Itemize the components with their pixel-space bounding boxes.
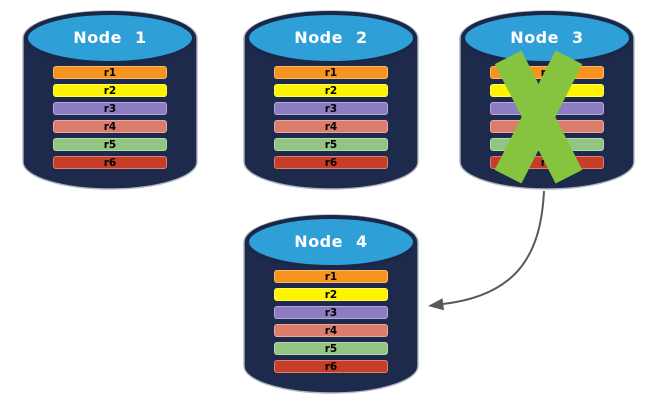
node-label: Node 3 bbox=[510, 28, 584, 47]
replica-label: r3 bbox=[103, 103, 117, 115]
arrow-head-icon bbox=[428, 298, 444, 311]
replica-bar: r4 bbox=[274, 324, 388, 337]
replica-bar: r3 bbox=[274, 306, 388, 319]
replica-bar: r1 bbox=[274, 270, 388, 283]
replica-label: r4 bbox=[324, 325, 338, 337]
cylinder-top bbox=[245, 215, 417, 269]
replica-bar: r2 bbox=[53, 84, 167, 97]
database-node: Node 2 r1 r2 r3 r4 r5 r6 bbox=[241, 5, 421, 191]
replica-label: r1 bbox=[324, 67, 338, 79]
replica-bar: r2 bbox=[274, 84, 388, 97]
replica-bar: r1 bbox=[274, 66, 388, 79]
replica-label: r3 bbox=[324, 103, 338, 115]
node-label: Node 2 bbox=[294, 28, 368, 47]
replica-label: r4 bbox=[103, 121, 117, 133]
replica-label: r5 bbox=[324, 139, 338, 151]
replica-label: r5 bbox=[324, 343, 338, 355]
cylinder-top bbox=[245, 11, 417, 65]
database-node: Node 1 r1 r2 r3 r4 r5 r6 bbox=[20, 5, 200, 191]
replica-bar: r6 bbox=[274, 360, 388, 373]
replica-label: r3 bbox=[324, 307, 338, 319]
database-node: Node 4 r1 r2 r3 r4 r5 r6 bbox=[241, 209, 421, 395]
cylinder-top bbox=[24, 11, 196, 65]
replica-bar: r2 bbox=[274, 288, 388, 301]
replica-bar: r6 bbox=[53, 156, 167, 169]
failure-x-icon bbox=[494, 50, 583, 184]
replica-bar: r3 bbox=[274, 102, 388, 115]
replica-bar: r1 bbox=[53, 66, 167, 79]
node-label: Node 4 bbox=[294, 232, 368, 251]
replica-label: r2 bbox=[324, 289, 338, 301]
replica-bar: r4 bbox=[274, 120, 388, 133]
database-node: Node 3 r1 r2 r3 r4 r5 r6 bbox=[457, 5, 637, 191]
replica-bars: r1 r2 r3 r4 r5 r6 bbox=[274, 66, 388, 169]
arrow-curve bbox=[442, 190, 545, 305]
replica-bar: r3 bbox=[53, 102, 167, 115]
replica-bars: r1 r2 r3 r4 r5 r6 bbox=[274, 270, 388, 373]
replica-label: r1 bbox=[103, 67, 117, 79]
replica-bar: r5 bbox=[274, 138, 388, 151]
cylinder-top bbox=[461, 11, 633, 65]
replica-bar: r5 bbox=[274, 342, 388, 355]
replication-arrow bbox=[428, 190, 545, 311]
replica-bar: r6 bbox=[274, 156, 388, 169]
replica-bar: r5 bbox=[53, 138, 167, 151]
replica-label: r1 bbox=[324, 271, 338, 283]
replica-label: r6 bbox=[324, 157, 338, 169]
replica-label: r4 bbox=[324, 121, 338, 133]
replica-label: r5 bbox=[103, 139, 117, 151]
node-label: Node 1 bbox=[73, 28, 147, 47]
replica-label: r2 bbox=[103, 85, 117, 97]
replica-label: r6 bbox=[103, 157, 117, 169]
replica-bar: r4 bbox=[53, 120, 167, 133]
replica-bars: r1 r2 r3 r4 r5 r6 bbox=[53, 66, 167, 169]
replica-label: r2 bbox=[324, 85, 338, 97]
replica-label: r6 bbox=[324, 361, 338, 373]
